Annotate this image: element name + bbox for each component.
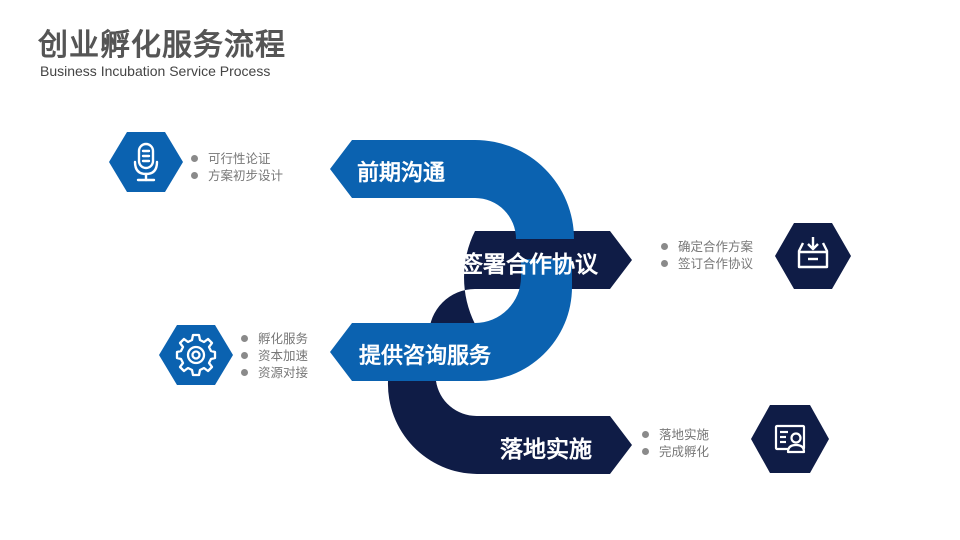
band-step-3 <box>330 259 572 382</box>
step-1-bullets: 可行性论证 方案初步设计 <box>190 150 283 184</box>
bullet-item: 确定合作方案 <box>660 238 753 255</box>
bullet-item: 孵化服务 <box>240 330 308 347</box>
bullet-item: 落地实施 <box>641 426 709 443</box>
bullet-item: 签订合作协议 <box>660 255 753 272</box>
page-title: 创业孵化服务流程 <box>38 28 286 63</box>
step-2-hexagon <box>775 223 851 289</box>
step-3-bullets: 孵化服务 资本加速 资源对接 <box>240 330 308 381</box>
bullet-item: 可行性论证 <box>190 150 283 167</box>
bullet-item: 资本加速 <box>240 347 308 364</box>
step-label-2: 签署合作协议 <box>460 252 598 278</box>
bullet-item: 完成孵化 <box>641 443 709 460</box>
step-4-hexagon <box>751 405 829 473</box>
inbox-download-icon <box>797 237 829 269</box>
step-label-1: 前期沟通 <box>357 161 446 186</box>
step-4-bullets: 落地实施 完成孵化 <box>641 426 709 460</box>
bullet-item: 资源对接 <box>240 364 308 381</box>
step-2-bullets: 确定合作方案 签订合作协议 <box>660 238 753 272</box>
certificate-icon <box>774 424 806 454</box>
step-3-hexagon <box>159 325 233 385</box>
band-step-2 <box>429 231 632 381</box>
gear-icon <box>175 333 217 377</box>
bullet-item: 方案初步设计 <box>190 167 283 184</box>
microphone-icon <box>133 142 159 182</box>
band-step-1 <box>330 140 574 239</box>
step-1-hexagon <box>109 132 183 192</box>
step-label-3: 提供咨询服务 <box>359 344 492 369</box>
step-label-4: 落地实施 <box>500 437 592 463</box>
band-step-4 <box>387 381 632 474</box>
page-subtitle: Business Incubation Service Process <box>40 63 271 79</box>
